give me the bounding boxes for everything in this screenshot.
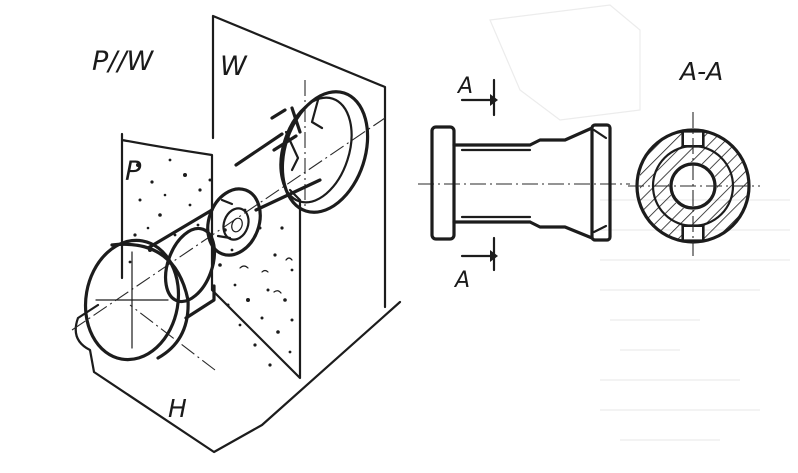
plane-p xyxy=(120,132,302,380)
cutting-plane-top xyxy=(460,78,498,117)
label-section-title: A-A xyxy=(678,57,723,86)
label-section-mark-bottom: A xyxy=(453,268,470,293)
label-section-mark-top: A xyxy=(456,74,473,99)
side-view: A A xyxy=(418,74,630,293)
label-parallel-note: P//W xyxy=(92,46,154,77)
side-view-body xyxy=(452,126,594,240)
label-plane-h: H xyxy=(168,394,187,423)
side-view-left-flange xyxy=(430,125,456,241)
axis-projection-h xyxy=(129,304,216,371)
plane-w-outline xyxy=(211,14,387,309)
cutting-plane-bottom xyxy=(460,236,498,272)
isometric-view: P//W W P H xyxy=(71,14,402,454)
section-view: A-A xyxy=(628,57,760,256)
front-flange xyxy=(83,238,190,362)
bleed-through-marks xyxy=(489,4,790,441)
plane-h-outline xyxy=(74,300,402,454)
side-view-right-flange xyxy=(590,123,612,242)
part-axis xyxy=(71,117,386,331)
plane-p-stipple xyxy=(128,158,294,367)
shaft-neck xyxy=(234,130,322,212)
label-plane-w: W xyxy=(220,51,248,82)
section-ring xyxy=(206,187,262,257)
label-plane-p: P xyxy=(125,156,142,187)
rear-flange xyxy=(270,90,370,214)
